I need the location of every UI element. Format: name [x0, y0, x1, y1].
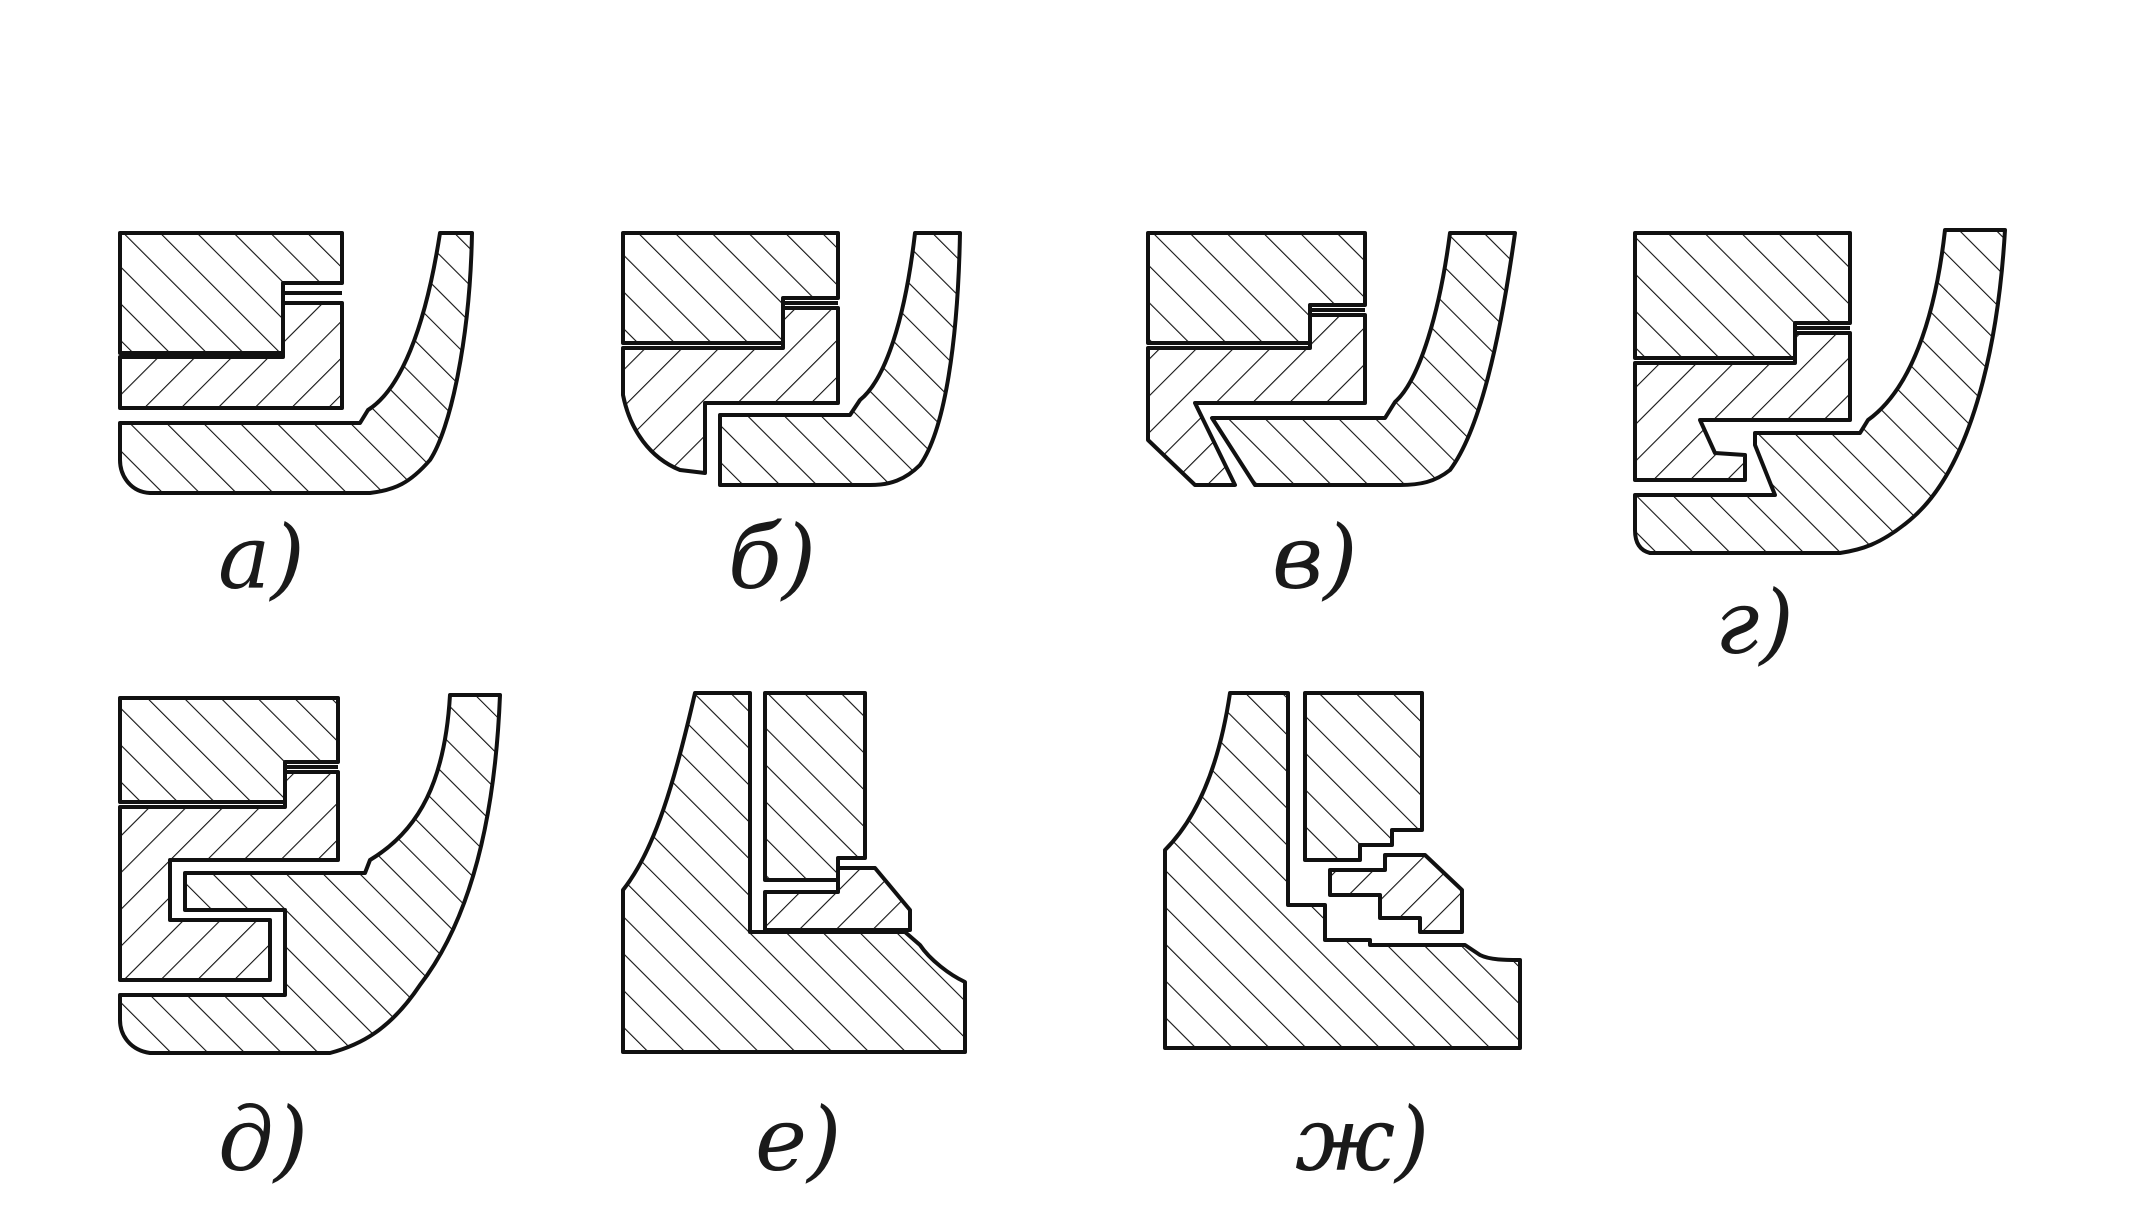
diagram-zh-upper-ring: [1303, 691, 1424, 862]
diagram-g-lower-body: [1633, 228, 2007, 555]
diagram-a-lower-body: [118, 231, 474, 495]
diagram-a-seal-ring: [118, 301, 344, 410]
caption-b: б): [728, 506, 816, 609]
caption-a: а): [218, 506, 305, 609]
diagram-a: а): [118, 231, 474, 609]
diagram-zh-seal-ring: [1328, 853, 1464, 934]
diagram-v-upper-housing: [1146, 231, 1367, 345]
diagram-b-upper-housing: [621, 231, 840, 345]
caption-zh: ж): [1295, 1088, 1429, 1191]
caption-e: е): [755, 1088, 841, 1191]
diagram-g: г): [1633, 228, 2007, 674]
diagram-e: е): [621, 691, 967, 1191]
diagram-b-lower-body: [718, 231, 962, 487]
caption-g: г): [1715, 571, 1794, 674]
diagram-d-lower-body: [118, 693, 502, 1055]
diagram-zh-housing: [1163, 691, 1522, 1050]
diagram-v-seal-ring: [1146, 313, 1367, 487]
diagram-e-upper-ring: [763, 691, 867, 882]
diagram-d-seal-ring: [118, 770, 340, 982]
diagram-a-upper-housing: [118, 231, 344, 355]
diagram-v: в): [1146, 231, 1517, 609]
diagram-g-seal-ring: [1633, 331, 1852, 482]
diagram-zh: ж): [1163, 691, 1522, 1191]
diagram-e-seal-ring: [763, 866, 912, 932]
diagram-b: б): [621, 231, 962, 609]
caption-d: д): [218, 1088, 308, 1191]
diagram-d: д): [118, 693, 502, 1191]
diagram-v-lower-body: [1210, 231, 1517, 487]
diagram-e-housing: [621, 691, 967, 1054]
diagram-g-upper-housing: [1633, 231, 1852, 360]
caption-v: в): [1272, 506, 1358, 609]
diagram-b-seal-ring: [621, 306, 840, 475]
